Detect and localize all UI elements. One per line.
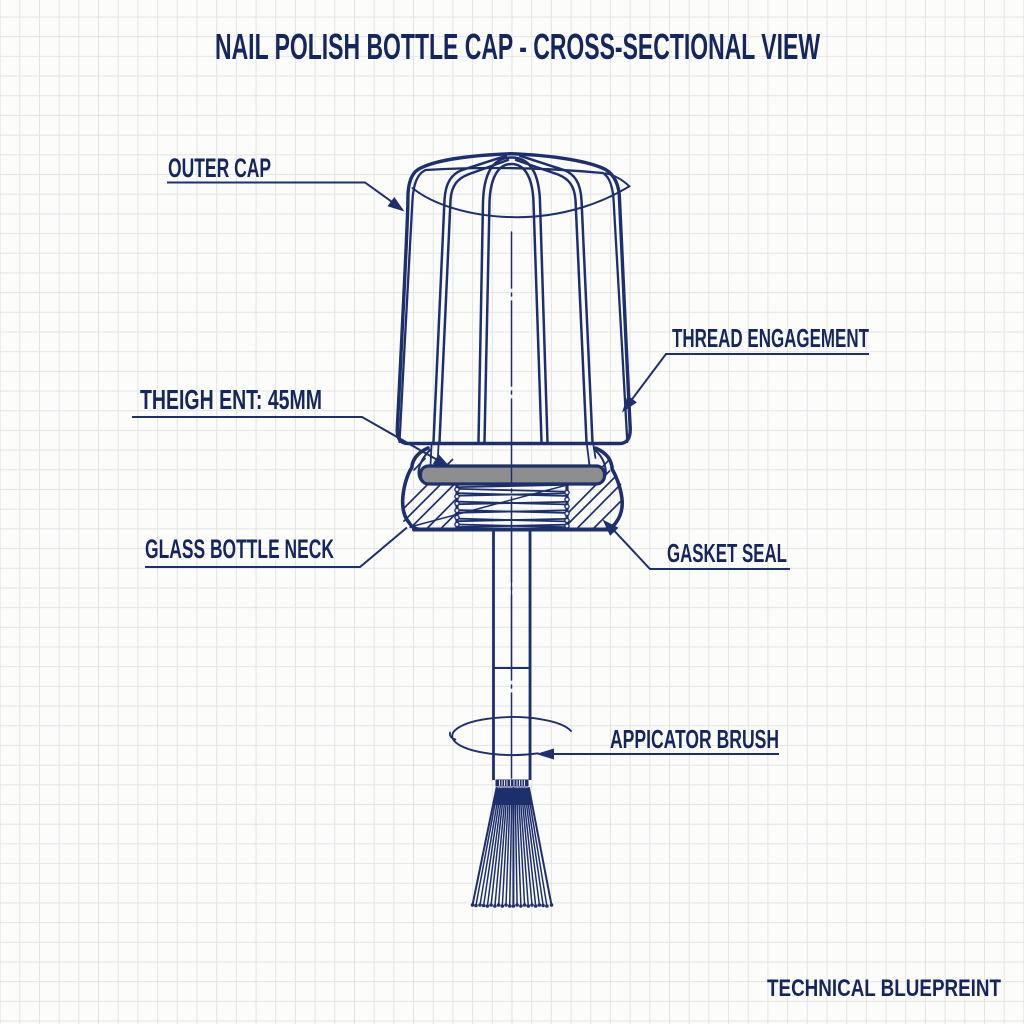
svg-text:THEIGH ENT: 45MM: THEIGH ENT: 45MM (140, 384, 322, 415)
svg-text:APPICATOR BRUSH: APPICATOR BRUSH (610, 724, 779, 754)
svg-text:GASKET SEAL: GASKET SEAL (667, 538, 787, 568)
svg-text:OUTER CAP: OUTER CAP (168, 153, 271, 183)
svg-text:GLASS BOTTLE NECK: GLASS BOTTLE NECK (145, 534, 334, 564)
svg-text:THREAD ENGAGEMENT: THREAD ENGAGEMENT (672, 323, 869, 353)
svg-text:TECHNICAL BLUEPREINT: TECHNICAL BLUEPREINT (767, 975, 1001, 1002)
svg-text:NAIL POLISH BOTTLE CAP - CROSS: NAIL POLISH BOTTLE CAP - CROSS-SECTIONAL… (215, 26, 820, 67)
